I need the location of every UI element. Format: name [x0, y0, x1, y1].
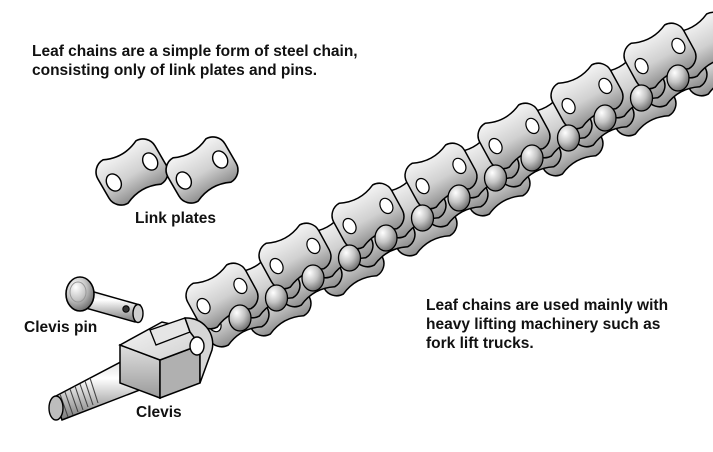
- clevis-pin: [65, 276, 144, 324]
- intro-text-line-1: Leaf chains are a simple form of steel c…: [32, 43, 358, 60]
- clevis-pin-label: Clevis pin: [24, 319, 98, 336]
- leaf-chain: [185, 11, 713, 348]
- clevis-label: Clevis: [136, 404, 182, 421]
- chain-pin: [520, 144, 544, 172]
- chain-pin: [666, 64, 690, 92]
- chain-pin: [374, 224, 398, 252]
- chain-link-plate: [258, 222, 332, 290]
- chain-pin: [228, 304, 252, 332]
- chain-pin: [593, 104, 617, 132]
- chain-link-plate: [331, 182, 405, 250]
- chain-pin: [483, 164, 508, 192]
- chain-pin: [556, 124, 581, 152]
- chain-pin: [301, 264, 325, 292]
- link-plates-label: Link plates: [135, 210, 216, 227]
- chain-pin: [629, 84, 654, 112]
- chain-pin: [264, 284, 289, 312]
- intro-text-line-2: consisting only of link plates and pins.: [32, 62, 318, 79]
- usage-note-line-1: Leaf chains are used mainly with: [426, 297, 669, 314]
- usage-note-line-2: heavy lifting machinery such as: [426, 316, 661, 333]
- chain-link-plate: [185, 262, 259, 330]
- usage-note-line-3: fork lift trucks.: [426, 335, 534, 352]
- chain-link-plate: [404, 142, 478, 210]
- chain-pin: [410, 204, 435, 232]
- link-plate: [95, 138, 169, 206]
- chain-link-plate: [477, 102, 551, 170]
- chain-link-plate: [623, 22, 697, 90]
- link-plates: [95, 136, 239, 206]
- chain-link-plate: [550, 62, 624, 130]
- chain-pin: [337, 244, 362, 272]
- link-plate: [165, 136, 239, 204]
- chain-pin: [447, 184, 471, 212]
- clevis: [48, 317, 214, 421]
